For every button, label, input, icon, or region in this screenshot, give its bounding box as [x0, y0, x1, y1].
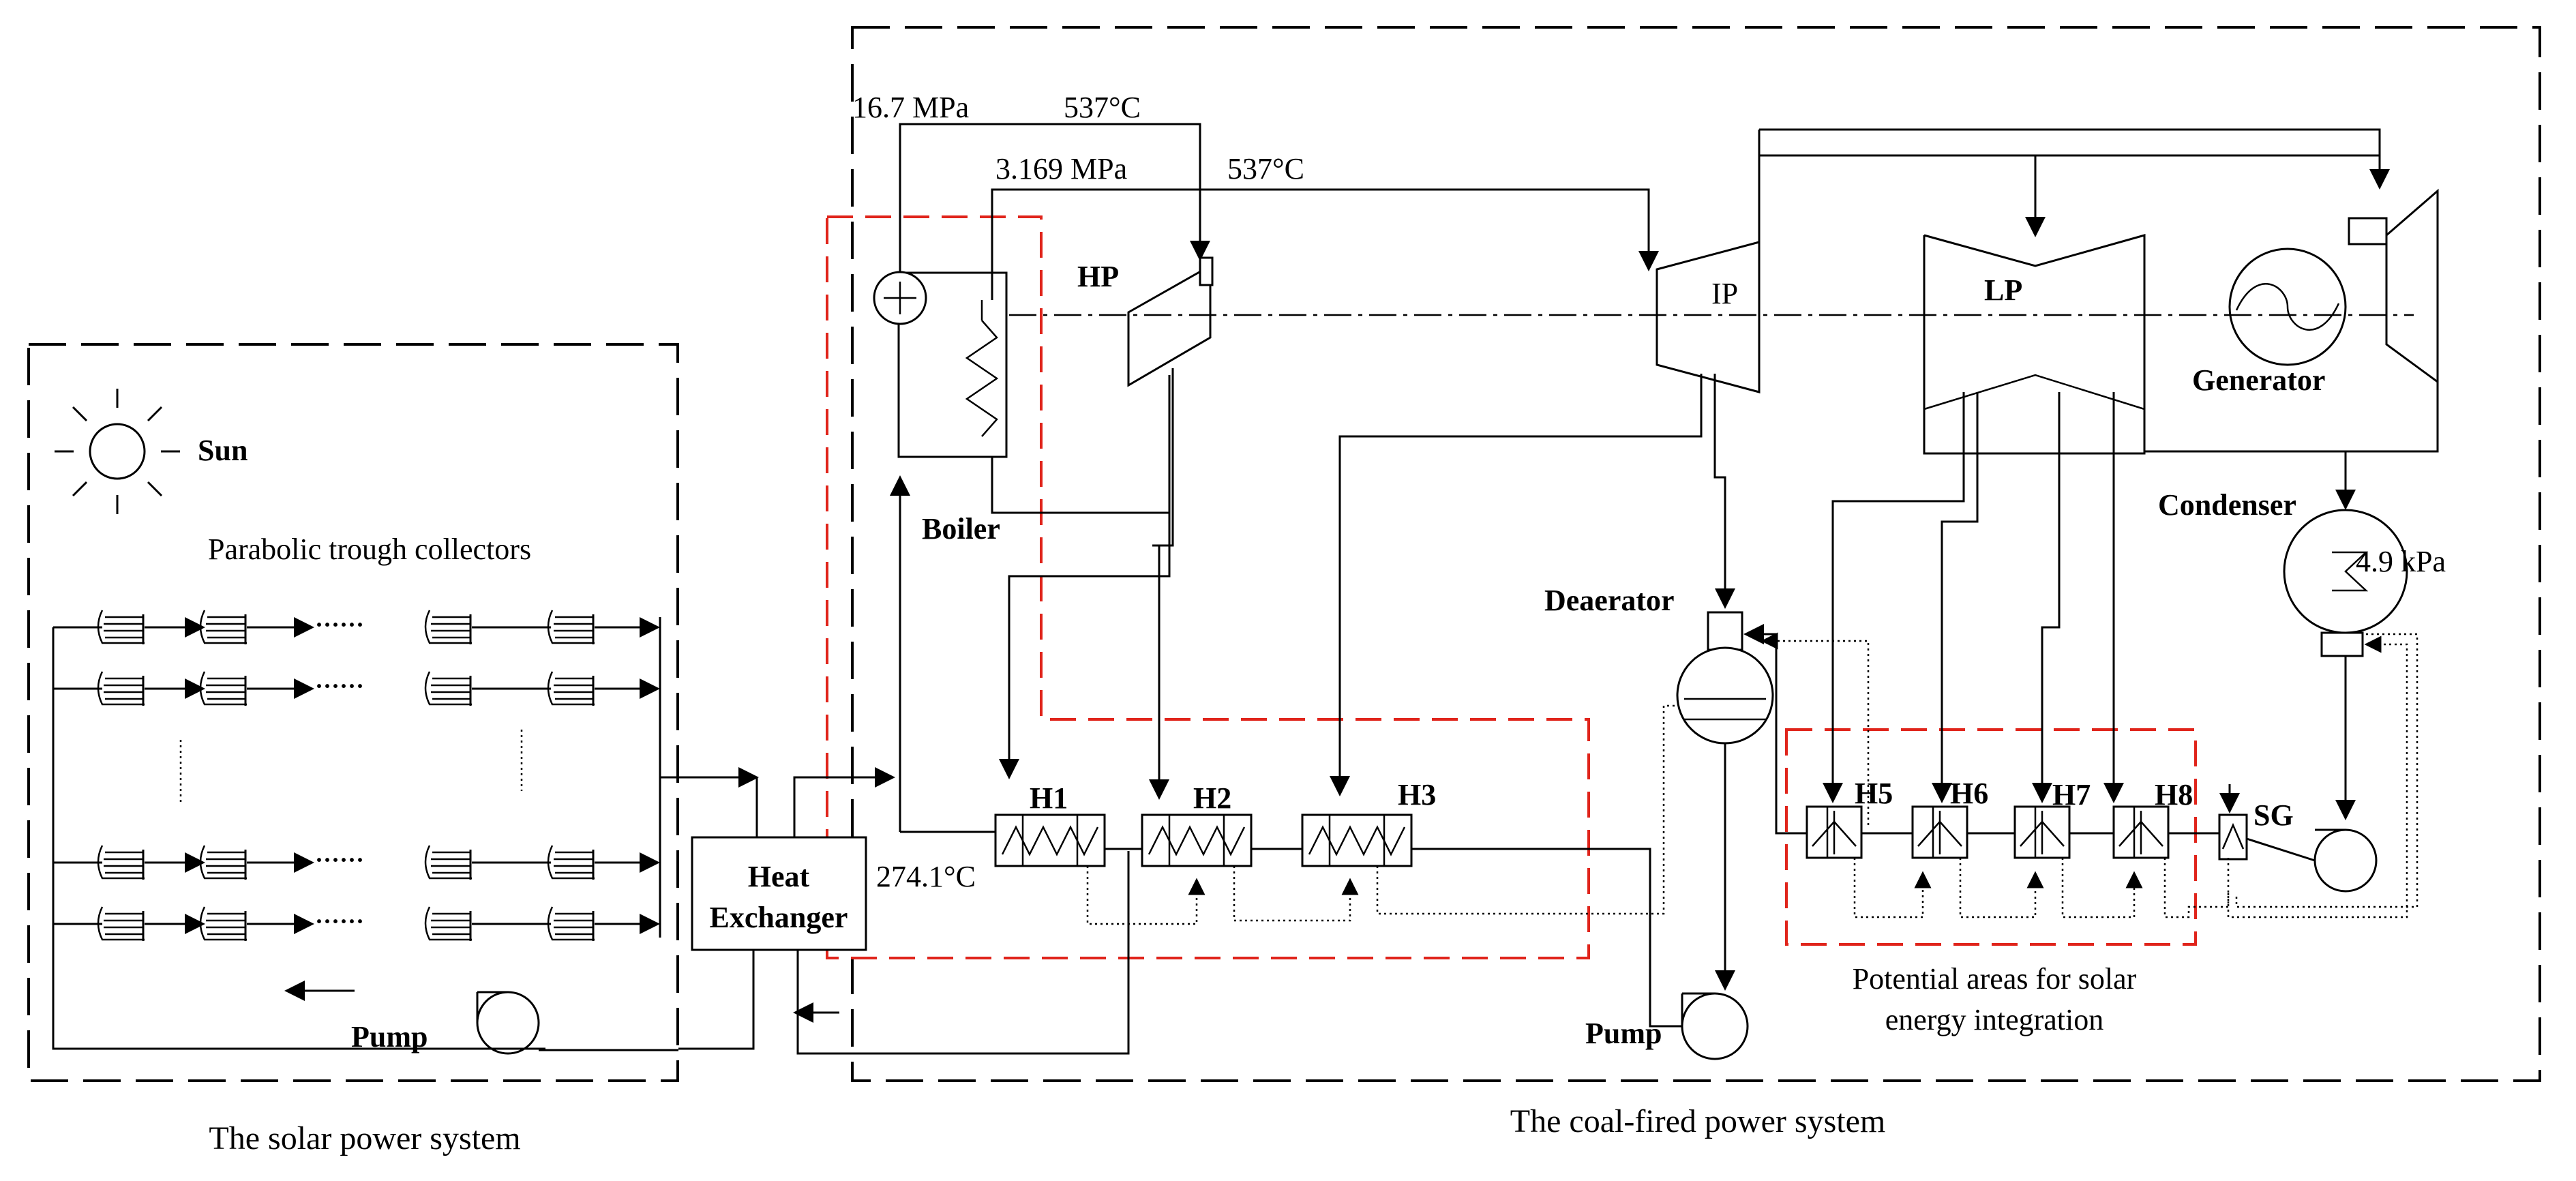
label-boiler: Boiler: [922, 512, 1000, 545]
dots-row-1: ······: [315, 611, 364, 638]
label-h1: H1: [1030, 781, 1068, 815]
label-sun: Sun: [198, 434, 248, 467]
label-potential-areas-2: energy integration: [1885, 1003, 2104, 1036]
label-collectors: Parabolic trough collectors: [208, 533, 531, 566]
label-h2: H2: [1193, 781, 1231, 815]
sg-pump-icon: [2313, 828, 2378, 893]
more-rows-indicator: [179, 730, 523, 805]
heater-h3: [1301, 813, 1413, 867]
boiler: [873, 271, 1008, 458]
heater-h5: [1806, 805, 1863, 859]
label-reheat-temperature: 537°C: [1227, 152, 1304, 185]
caption-coal-fired-power-system: The coal-fired power system: [1510, 1103, 1885, 1139]
label-sg: SG: [2253, 798, 2294, 832]
heater-h6: [1911, 805, 1968, 859]
label-coal-pump: Pump: [1585, 1017, 1662, 1050]
ip-turbine: [1656, 241, 1761, 393]
deaerator-icon: [1676, 611, 1774, 745]
label-h3: H3: [1398, 778, 1436, 811]
label-deaerator: Deaerator: [1544, 584, 1675, 617]
dots-row-3: ······: [315, 846, 364, 873]
dots-row-4: ······: [315, 908, 364, 935]
steam-generator-sg: [2218, 813, 2248, 861]
heater-h2: [1141, 813, 1253, 867]
label-h6: H6: [1950, 777, 1988, 810]
label-heat-exchanger-2: Exchanger: [710, 901, 848, 934]
exhaust-turbine: [2348, 188, 2439, 384]
label-condenser: Condenser: [2158, 488, 2296, 522]
label-lp: LP: [1984, 273, 2022, 307]
label-reheat-pressure: 3.169 MPa: [995, 152, 1127, 185]
label-generator: Generator: [2192, 363, 2325, 397]
label-h8: H8: [2155, 778, 2193, 811]
label-ip: IP: [1711, 277, 1738, 310]
dots-row-2: ······: [315, 672, 364, 700]
label-feedwater-temperature: 274.1°C: [876, 860, 976, 893]
label-h7: H7: [2052, 778, 2091, 811]
label-main-temperature: 537°C: [1064, 91, 1141, 124]
generator-icon: [2228, 248, 2347, 366]
heater-h7: [2013, 805, 2071, 859]
solar-pump-icon: [476, 991, 540, 1055]
label-solar-pump: Pump: [351, 1020, 428, 1053]
potential-area-low-pressure: [1785, 728, 2197, 946]
potential-area-high-pressure: [826, 215, 1590, 959]
heat-exchanger: [691, 836, 867, 951]
heater-h8: [2112, 805, 2170, 859]
sun-icon: [55, 389, 180, 514]
coal-pump-icon: [1681, 992, 1749, 1060]
heater-h1: [994, 813, 1106, 867]
coal-system-boundary: [851, 26, 2541, 1082]
label-h5: H5: [1855, 777, 1893, 810]
label-heat-exchanger-1: Heat: [748, 860, 810, 893]
caption-solar-power-system: The solar power system: [209, 1120, 520, 1156]
condenser-icon: [2283, 509, 2408, 657]
collector-array: [97, 609, 596, 942]
lp-turbine: [1923, 234, 2146, 455]
label-hp: HP: [1077, 260, 1119, 293]
hp-turbine: [1127, 256, 1214, 387]
label-main-pressure: 16.7 MPa: [852, 91, 969, 124]
label-potential-areas-1: Potential areas for solar: [1853, 962, 2137, 996]
label-condenser-pressure: 4.9 kPa: [2356, 545, 2446, 578]
solar-system-boundary: [27, 343, 679, 1082]
